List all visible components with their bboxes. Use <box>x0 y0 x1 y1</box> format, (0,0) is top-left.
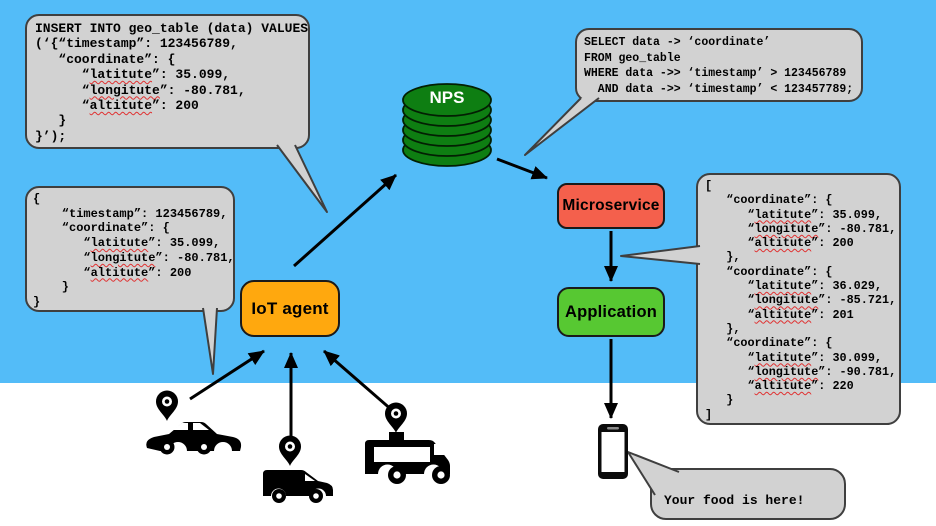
location-pin-icon <box>156 390 178 421</box>
device-json-code: { “timestamp”: 123456789, “coordinate”: … <box>33 192 235 309</box>
application-node: Application <box>557 287 665 337</box>
application-label: Application <box>564 302 658 321</box>
select-sql-code: SELECT data -> ‘coordinate’ FROM geo_tab… <box>584 36 854 96</box>
microservice-node: Microservice <box>557 183 665 229</box>
result-json-bubble: [ “coordinate”: { “latitute”: 35.099, “l… <box>696 173 901 425</box>
result-json-code: [ “coordinate”: { “latitute”: 35.099, “l… <box>705 179 897 422</box>
location-pin-icon <box>279 435 301 466</box>
car-icon <box>146 422 242 455</box>
select-sql-bubble: SELECT data -> ‘coordinate’ FROM geo_tab… <box>575 28 863 102</box>
insert-sql-bubble: INSERT INTO geo_table (data) VALUES (‘{“… <box>25 14 310 149</box>
notification-text: Your food is here! <box>664 493 805 508</box>
device-json-bubble: { “timestamp”: 123456789, “coordinate”: … <box>25 186 235 312</box>
smartphone-icon <box>598 424 628 479</box>
iot-agent-node: IoT agent <box>240 280 340 337</box>
iot-agent-label: IoT agent <box>251 298 329 318</box>
van-icon <box>263 470 333 503</box>
insert-sql-code: INSERT INTO geo_table (data) VALUES (‘{“… <box>35 21 309 144</box>
notification-bubble: Your food is here! <box>650 468 846 520</box>
location-pin-icon <box>385 402 407 433</box>
rv-truck-icon <box>365 432 451 484</box>
microservice-label: Microservice <box>562 197 660 214</box>
